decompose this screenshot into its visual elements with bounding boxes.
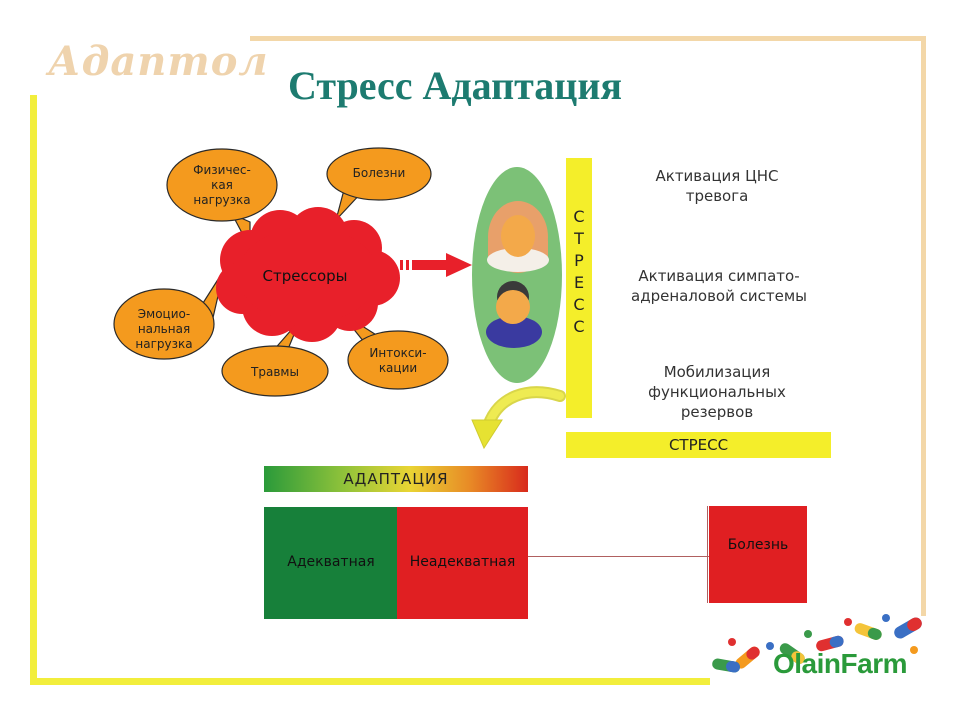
adaptation-bar: АДАПТАЦИЯ bbox=[264, 466, 528, 492]
connector-line bbox=[528, 556, 709, 557]
disease-box: Болезнь bbox=[709, 506, 807, 603]
frame-right-line bbox=[921, 36, 926, 616]
effect-sympatho: Активация симпато- адреналовой системы bbox=[606, 266, 832, 306]
stress-horizontal-bar: СТРЕСС bbox=[566, 432, 831, 458]
stress-vertical-label: С Т Р Е С С bbox=[566, 206, 592, 338]
bubble-disease bbox=[326, 147, 432, 201]
adequate-box: Адекватная bbox=[264, 507, 398, 619]
bubble-label-physical-line2: кая bbox=[211, 178, 233, 192]
bubble-label-intox-line2: кации bbox=[378, 361, 418, 375]
stress-letter-6: С bbox=[573, 317, 585, 336]
bubble-emotional bbox=[113, 288, 215, 360]
bubble-label-disease: Болезни bbox=[339, 166, 419, 181]
people-group bbox=[472, 167, 562, 383]
bubble-physical bbox=[166, 148, 278, 222]
adequate-label: Адекватная bbox=[287, 554, 375, 570]
inadequate-box: Неадекватная bbox=[397, 507, 528, 619]
inadequate-label: Неадекватная bbox=[409, 554, 516, 570]
stress-letter-2: Т bbox=[574, 229, 584, 248]
arrow-right-icon bbox=[400, 253, 472, 277]
stress-horizontal-label: СТРЕСС bbox=[668, 436, 729, 454]
effect-mobilization-line2: функциональных bbox=[648, 383, 786, 401]
bubble-trauma bbox=[221, 345, 329, 397]
connector-bracket bbox=[707, 506, 708, 603]
stressor-diagram bbox=[113, 147, 449, 397]
effect-sympatho-line2: адреналовой системы bbox=[631, 287, 807, 305]
bubble-label-emotional-line2: нальная bbox=[137, 322, 191, 336]
bubble-label-intox: Интокси- кации bbox=[358, 346, 438, 376]
effect-mobilization-line3: резервов bbox=[680, 403, 754, 421]
people-ellipse bbox=[472, 167, 562, 383]
bubble-label-trauma: Травмы bbox=[235, 365, 315, 380]
disease-label: Болезнь bbox=[727, 537, 789, 553]
brand-name: Адаптол bbox=[48, 38, 269, 85]
effect-cns: Активация ЦНС тревога bbox=[612, 166, 822, 206]
bubble-label-trauma-line1: Травмы bbox=[251, 365, 299, 379]
bubble-label-disease-line1: Болезни bbox=[352, 166, 406, 180]
frame-bottom-line bbox=[30, 678, 710, 685]
bubble-intox bbox=[347, 330, 449, 390]
stress-letter-4: Е bbox=[573, 273, 585, 292]
adaptation-label: АДАПТАЦИЯ bbox=[343, 470, 449, 488]
stress-vertical-bar bbox=[566, 158, 592, 418]
man-icon bbox=[486, 281, 542, 348]
bubble-label-physical-line3: нагрузка bbox=[193, 193, 251, 207]
stress-letter-5: С bbox=[573, 295, 585, 314]
woman-icon bbox=[487, 201, 549, 273]
bubble-label-emotional-line3: нагрузка bbox=[135, 337, 193, 351]
bubble-label-emotional: Эмоцио- нальная нагрузка bbox=[120, 307, 208, 352]
effect-mobilization-line1: Мобилизация bbox=[663, 363, 771, 381]
olainfarm-logo: OlainFarm bbox=[773, 648, 907, 679]
bubble-label-physical: Физичес- кая нагрузка bbox=[177, 163, 267, 208]
frame-left-line bbox=[30, 95, 37, 685]
stress-letter-3: Р bbox=[574, 251, 584, 270]
stress-letter-1: С bbox=[573, 207, 585, 226]
effect-cns-line2: тревога bbox=[685, 187, 749, 205]
curved-arrow-icon bbox=[471, 386, 566, 450]
bubble-label-physical-line1: Физичес- bbox=[193, 163, 251, 177]
pills-logo-graphic bbox=[712, 614, 922, 673]
effect-cns-line1: Активация ЦНС bbox=[655, 167, 779, 185]
effect-sympatho-line1: Активация симпато- bbox=[638, 267, 800, 285]
stressors-cloud bbox=[216, 207, 400, 342]
effect-mobilization: Мобилизация функциональных резервов bbox=[612, 362, 822, 422]
page-title: Стресс Адаптация bbox=[288, 63, 623, 108]
bubble-label-intox-line1: Интокси- bbox=[369, 346, 427, 360]
stressors-label: Стрессоры bbox=[262, 267, 348, 285]
frame-top-line bbox=[250, 36, 926, 41]
bubble-label-emotional-line1: Эмоцио- bbox=[137, 307, 191, 321]
